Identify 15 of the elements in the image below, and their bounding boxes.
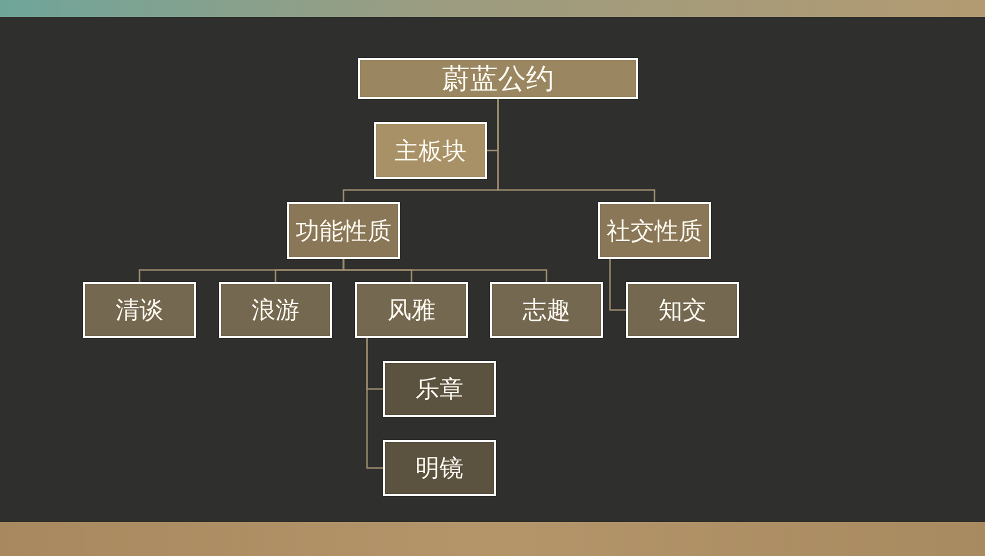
category-box: 志趣 [490,282,603,338]
title-box: 蔚蓝公约 [358,58,638,99]
category-box: 清谈 [83,282,196,338]
category-box: 明镜 [383,440,496,496]
category-box: 主板块 [374,122,487,179]
connector-line [497,99,656,202]
category-box: 知交 [626,282,739,338]
category-box: 风雅 [355,282,468,338]
category-box: 功能性质 [287,202,400,259]
category-box: 乐章 [383,361,496,417]
category-box: 浪游 [219,282,332,338]
category-box: 社交性质 [598,202,711,259]
connector-line [342,259,548,282]
connector-line [609,259,626,311]
connector-line [366,338,383,469]
